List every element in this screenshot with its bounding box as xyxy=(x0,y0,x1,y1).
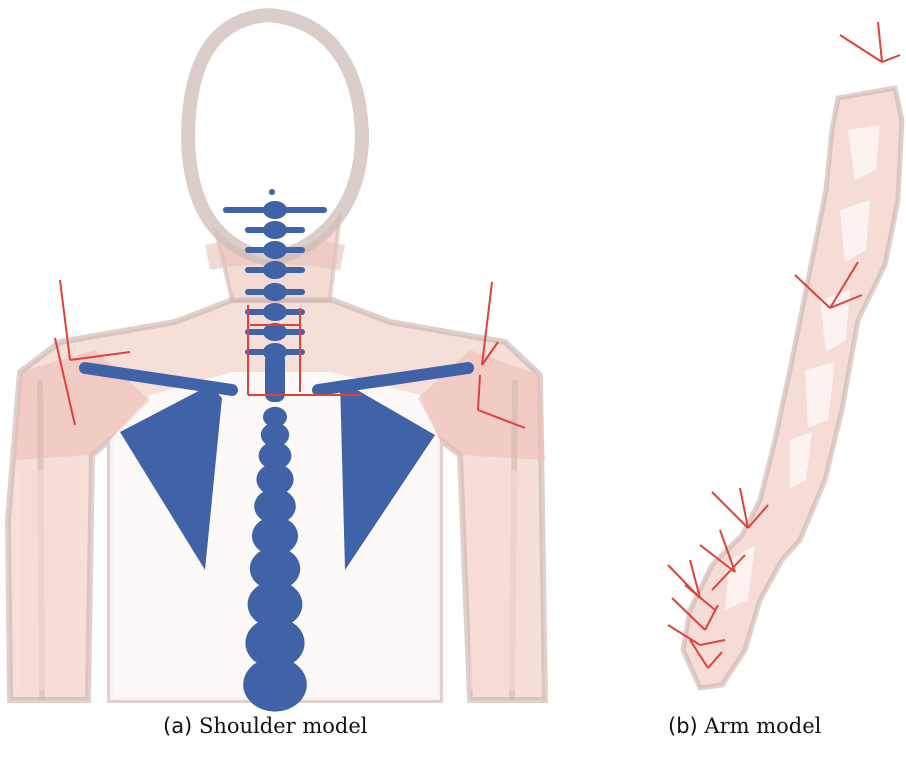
vertebra xyxy=(263,283,287,301)
arm-skin xyxy=(683,88,902,688)
frame-arm-top xyxy=(840,22,900,62)
vertebra xyxy=(263,241,287,259)
shoulder-model-panel xyxy=(8,15,545,712)
vertebra xyxy=(263,303,287,321)
vertebra xyxy=(263,201,287,219)
caption-b-label: (b) xyxy=(668,714,698,738)
vertebra xyxy=(263,261,287,279)
caption-arm-model: (b) Arm model xyxy=(668,714,821,738)
vertebra xyxy=(263,221,287,239)
arm-model-panel xyxy=(668,22,902,688)
caption-a-label: (a) xyxy=(163,714,192,738)
vertebra xyxy=(243,658,307,712)
caption-shoulder-model: (a) Shoulder model xyxy=(163,714,367,738)
caption-b-text: Arm model xyxy=(704,714,821,738)
caption-a-text: Shoulder model xyxy=(199,714,368,738)
vertebra-top xyxy=(269,189,275,195)
